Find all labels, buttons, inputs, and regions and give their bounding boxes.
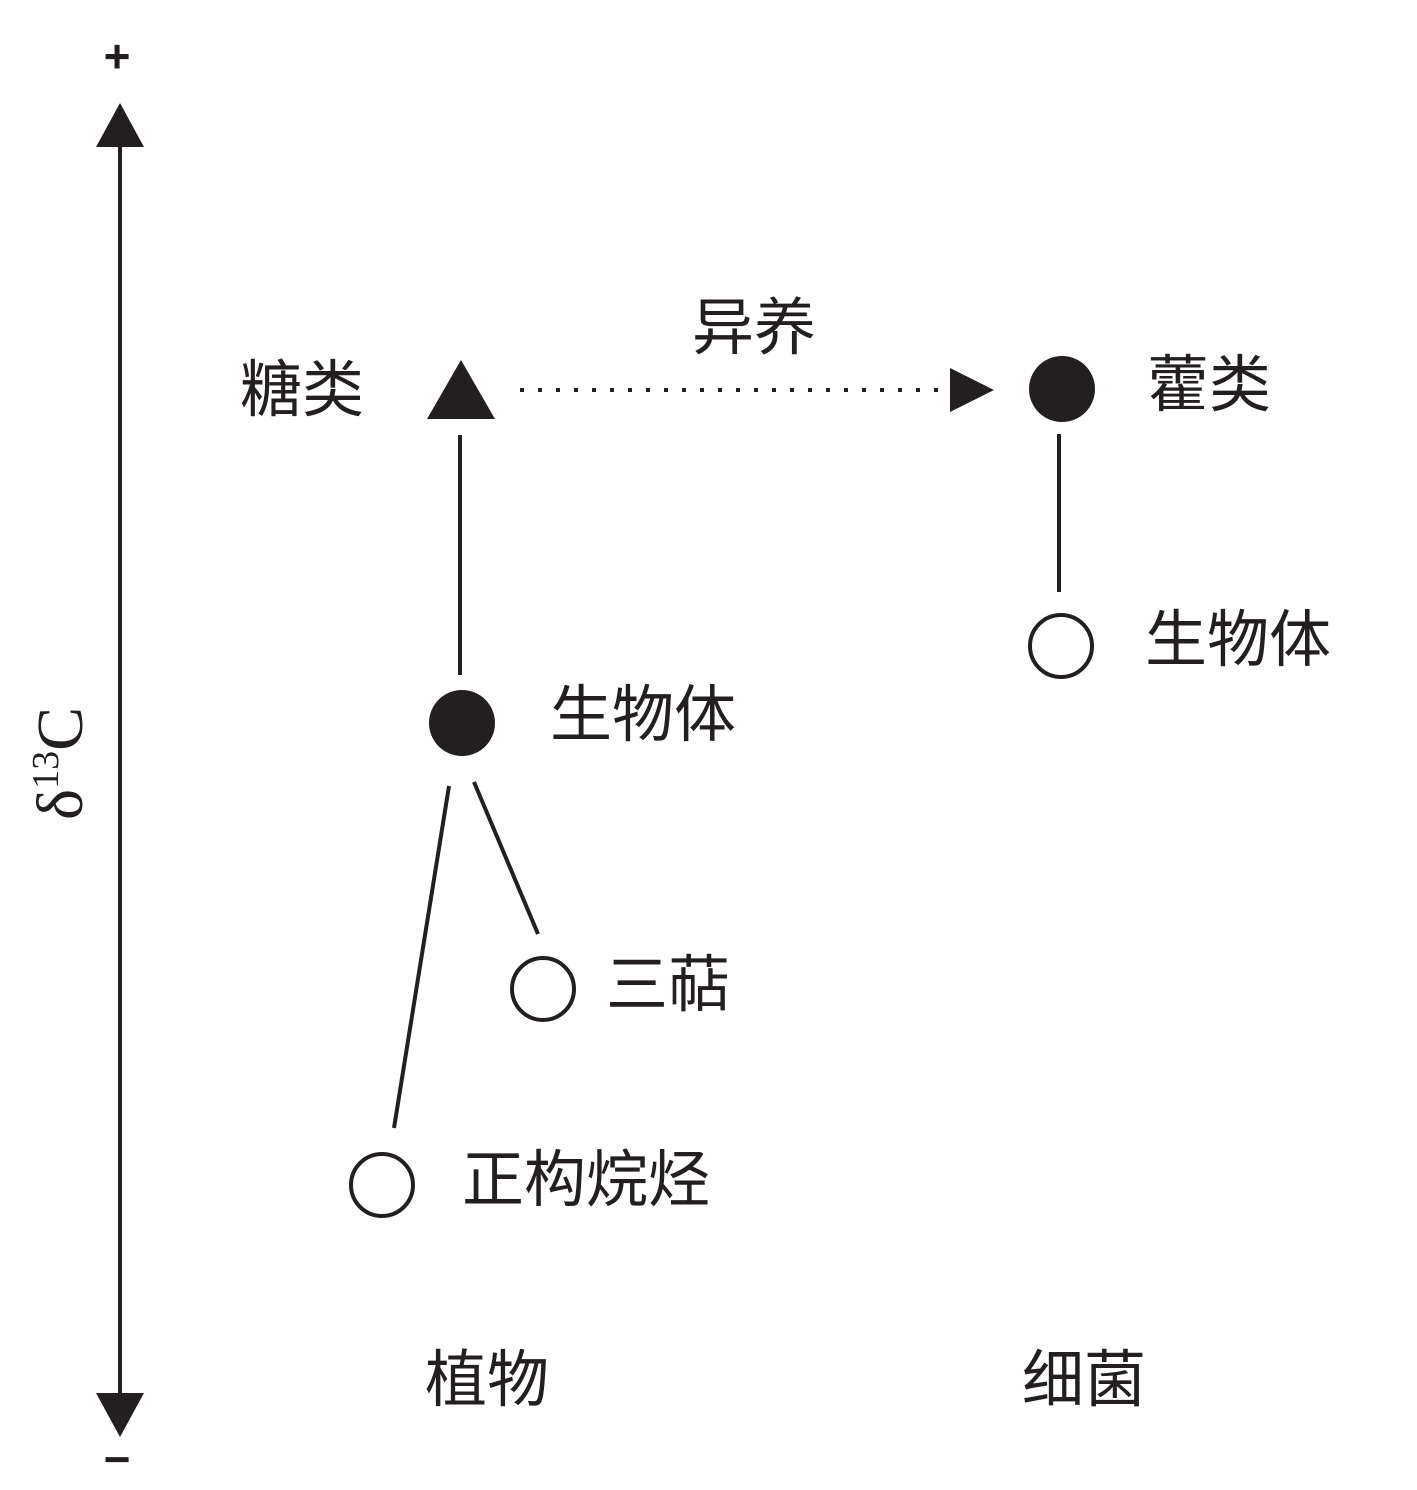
plant-biomass-marker <box>429 690 495 756</box>
biomass-alkane-connector <box>392 785 451 1129</box>
triterpene-label: 三萜 <box>606 948 730 1021</box>
sugar-triangle-marker <box>427 360 495 419</box>
bacteria-column: 藿类 生物体 细菌 <box>1022 348 1331 1416</box>
axis-arrowhead-up <box>96 103 144 147</box>
bacteria-biomass-marker <box>1028 613 1094 679</box>
bacteria-biomass-label: 生物体 <box>1145 603 1331 676</box>
heterotrophy-arrow: 异养 <box>520 291 994 412</box>
heterotrophy-label: 异养 <box>692 291 816 364</box>
triterpene-marker <box>510 956 576 1022</box>
axis-bottom-sign: − <box>104 1433 131 1485</box>
axis-title-carbon: C <box>24 707 97 751</box>
sugar-label: 糖类 <box>240 353 364 426</box>
axis-title-delta: δ <box>24 789 97 820</box>
axis-arrowhead-down <box>96 1393 144 1437</box>
axis-title-superscript: 13 <box>25 751 67 789</box>
axis-title: δ13C <box>24 707 97 820</box>
alkane-label: 正构烷烃 <box>462 1143 710 1216</box>
plant-column-label: 植物 <box>425 1343 549 1416</box>
delta13c-axis: + − δ13C <box>24 30 144 1485</box>
hopanoid-label: 藿类 <box>1147 348 1271 421</box>
bacteria-column-label: 细菌 <box>1022 1343 1146 1416</box>
heterotrophy-arrowhead <box>950 368 994 412</box>
plant-column: 糖类 生物体 三萜 正构烷烃 植物 <box>240 353 736 1416</box>
plant-biomass-label: 生物体 <box>550 678 736 751</box>
biomass-triterpene-connector <box>472 781 540 935</box>
alkane-marker <box>349 1152 415 1218</box>
hopanoid-marker <box>1029 356 1095 422</box>
axis-top-sign: + <box>104 30 131 82</box>
